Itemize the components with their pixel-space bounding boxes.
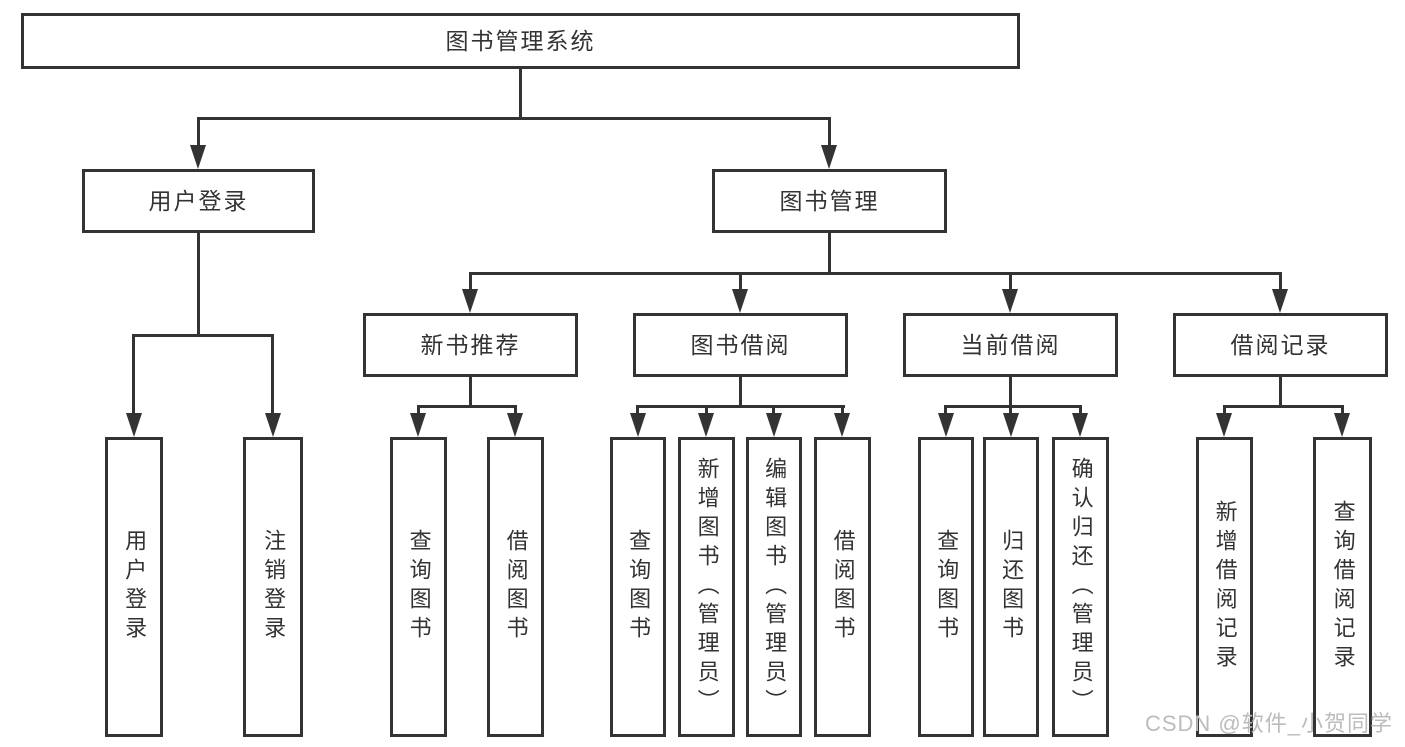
arrow-down-icon xyxy=(1334,413,1350,437)
connector-line xyxy=(772,405,775,415)
node-user-login-label: 用户登录 xyxy=(148,187,249,214)
arrow-down-icon xyxy=(698,413,714,437)
arrow-down-icon xyxy=(1002,289,1018,313)
leaf-current-query: 查询图书 xyxy=(918,437,974,737)
node-borrow-records-label: 借阅记录 xyxy=(1230,331,1331,358)
arrow-down-icon xyxy=(190,145,206,169)
leaf-borrow-borrow: 借阅图书 xyxy=(814,437,871,737)
connector-line xyxy=(417,405,420,415)
node-book-borrow-label: 图书借阅 xyxy=(690,331,791,358)
leaf-current-query-label: 查询图书 xyxy=(934,529,960,645)
connector-line xyxy=(417,405,517,408)
arrow-down-icon xyxy=(507,413,523,437)
connector-line xyxy=(1079,405,1082,415)
arrow-down-icon xyxy=(834,413,850,437)
connector-line xyxy=(197,117,831,120)
node-user-login: 用户登录 xyxy=(82,169,315,233)
leaf-logout: 注销登录 xyxy=(243,437,303,737)
arrow-down-icon xyxy=(766,413,782,437)
connector-line xyxy=(1223,405,1344,408)
arrow-down-icon xyxy=(1216,413,1232,437)
connector-line xyxy=(197,233,200,336)
leaf-current-confirm-admin-label: 确认归还（管理员） xyxy=(1068,456,1094,718)
node-new-book-recommend-label: 新书推荐 xyxy=(420,331,521,358)
connector-line xyxy=(1223,405,1226,415)
connector-line xyxy=(197,117,200,149)
connector-line xyxy=(944,405,1082,408)
node-current-borrow: 当前借阅 xyxy=(903,313,1118,377)
node-book-management-label: 图书管理 xyxy=(779,187,880,214)
leaf-records-query: 查询借阅记录 xyxy=(1313,437,1372,737)
leaf-borrow-query-label: 查询图书 xyxy=(626,529,652,645)
connector-line xyxy=(636,405,845,408)
node-borrow-records: 借阅记录 xyxy=(1173,313,1388,377)
connector-line xyxy=(739,377,742,407)
csdn-watermark: CSDN @软件_小贺同学 xyxy=(1144,711,1393,736)
leaf-borrow-edit-admin-label: 编辑图书（管理员） xyxy=(762,456,788,718)
connector-line xyxy=(1009,377,1012,407)
node-book-borrow: 图书借阅 xyxy=(633,313,848,377)
connector-line xyxy=(739,272,742,291)
leaf-newbook-query-label: 查询图书 xyxy=(406,529,432,645)
leaf-borrow-edit-admin: 编辑图书（管理员） xyxy=(746,437,802,737)
arrow-down-icon xyxy=(265,413,281,437)
arrow-down-icon xyxy=(410,413,426,437)
node-root-label: 图书管理系统 xyxy=(445,27,596,54)
connector-line xyxy=(1341,405,1344,415)
connector-line xyxy=(841,405,844,415)
connector-line xyxy=(828,233,831,274)
connector-line xyxy=(514,405,517,415)
leaf-current-return-label: 归还图书 xyxy=(999,529,1025,645)
leaf-borrow-add-admin: 新增图书（管理员） xyxy=(678,437,735,737)
leaf-records-add-label: 新增借阅记录 xyxy=(1212,500,1238,674)
node-book-management: 图书管理 xyxy=(712,169,947,233)
leaf-borrow-add-admin-label: 新增图书（管理员） xyxy=(694,456,720,718)
arrow-down-icon xyxy=(821,145,837,169)
leaf-logout-label: 注销登录 xyxy=(261,529,287,645)
leaf-user-login: 用户登录 xyxy=(105,437,163,737)
connector-line xyxy=(944,405,947,415)
leaf-records-query-label: 查询借阅记录 xyxy=(1330,500,1356,674)
arrow-down-icon xyxy=(462,289,478,313)
connector-line xyxy=(636,405,639,415)
arrow-down-icon xyxy=(1272,289,1288,313)
arrow-down-icon xyxy=(126,413,142,437)
leaf-current-return: 归还图书 xyxy=(983,437,1039,737)
connector-line xyxy=(1279,377,1282,407)
connector-line xyxy=(519,69,522,119)
connector-line xyxy=(1009,405,1012,415)
leaf-newbook-borrow: 借阅图书 xyxy=(487,437,544,737)
leaf-newbook-borrow-label: 借阅图书 xyxy=(503,529,529,645)
arrow-down-icon xyxy=(1072,413,1088,437)
node-root: 图书管理系统 xyxy=(21,13,1020,69)
connector-line xyxy=(132,334,135,415)
connector-line xyxy=(1009,272,1012,291)
connector-line xyxy=(705,405,708,415)
arrow-down-icon xyxy=(1003,413,1019,437)
arrow-down-icon xyxy=(938,413,954,437)
leaf-current-confirm-admin: 确认归还（管理员） xyxy=(1052,437,1109,737)
leaf-borrow-query: 查询图书 xyxy=(610,437,666,737)
connector-line xyxy=(271,334,274,415)
leaf-user-login-label: 用户登录 xyxy=(122,529,148,645)
leaf-records-add: 新增借阅记录 xyxy=(1196,437,1253,737)
connector-line xyxy=(132,334,274,337)
leaf-newbook-query: 查询图书 xyxy=(390,437,447,737)
node-new-book-recommend: 新书推荐 xyxy=(363,313,578,377)
connector-line xyxy=(828,117,831,149)
connector-line xyxy=(469,272,1282,275)
connector-line xyxy=(469,272,472,291)
arrow-down-icon xyxy=(630,413,646,437)
connector-line xyxy=(469,377,472,407)
arrow-down-icon xyxy=(732,289,748,313)
node-current-borrow-label: 当前借阅 xyxy=(960,331,1061,358)
leaf-borrow-borrow-label: 借阅图书 xyxy=(830,529,856,645)
connector-line xyxy=(1279,272,1282,291)
